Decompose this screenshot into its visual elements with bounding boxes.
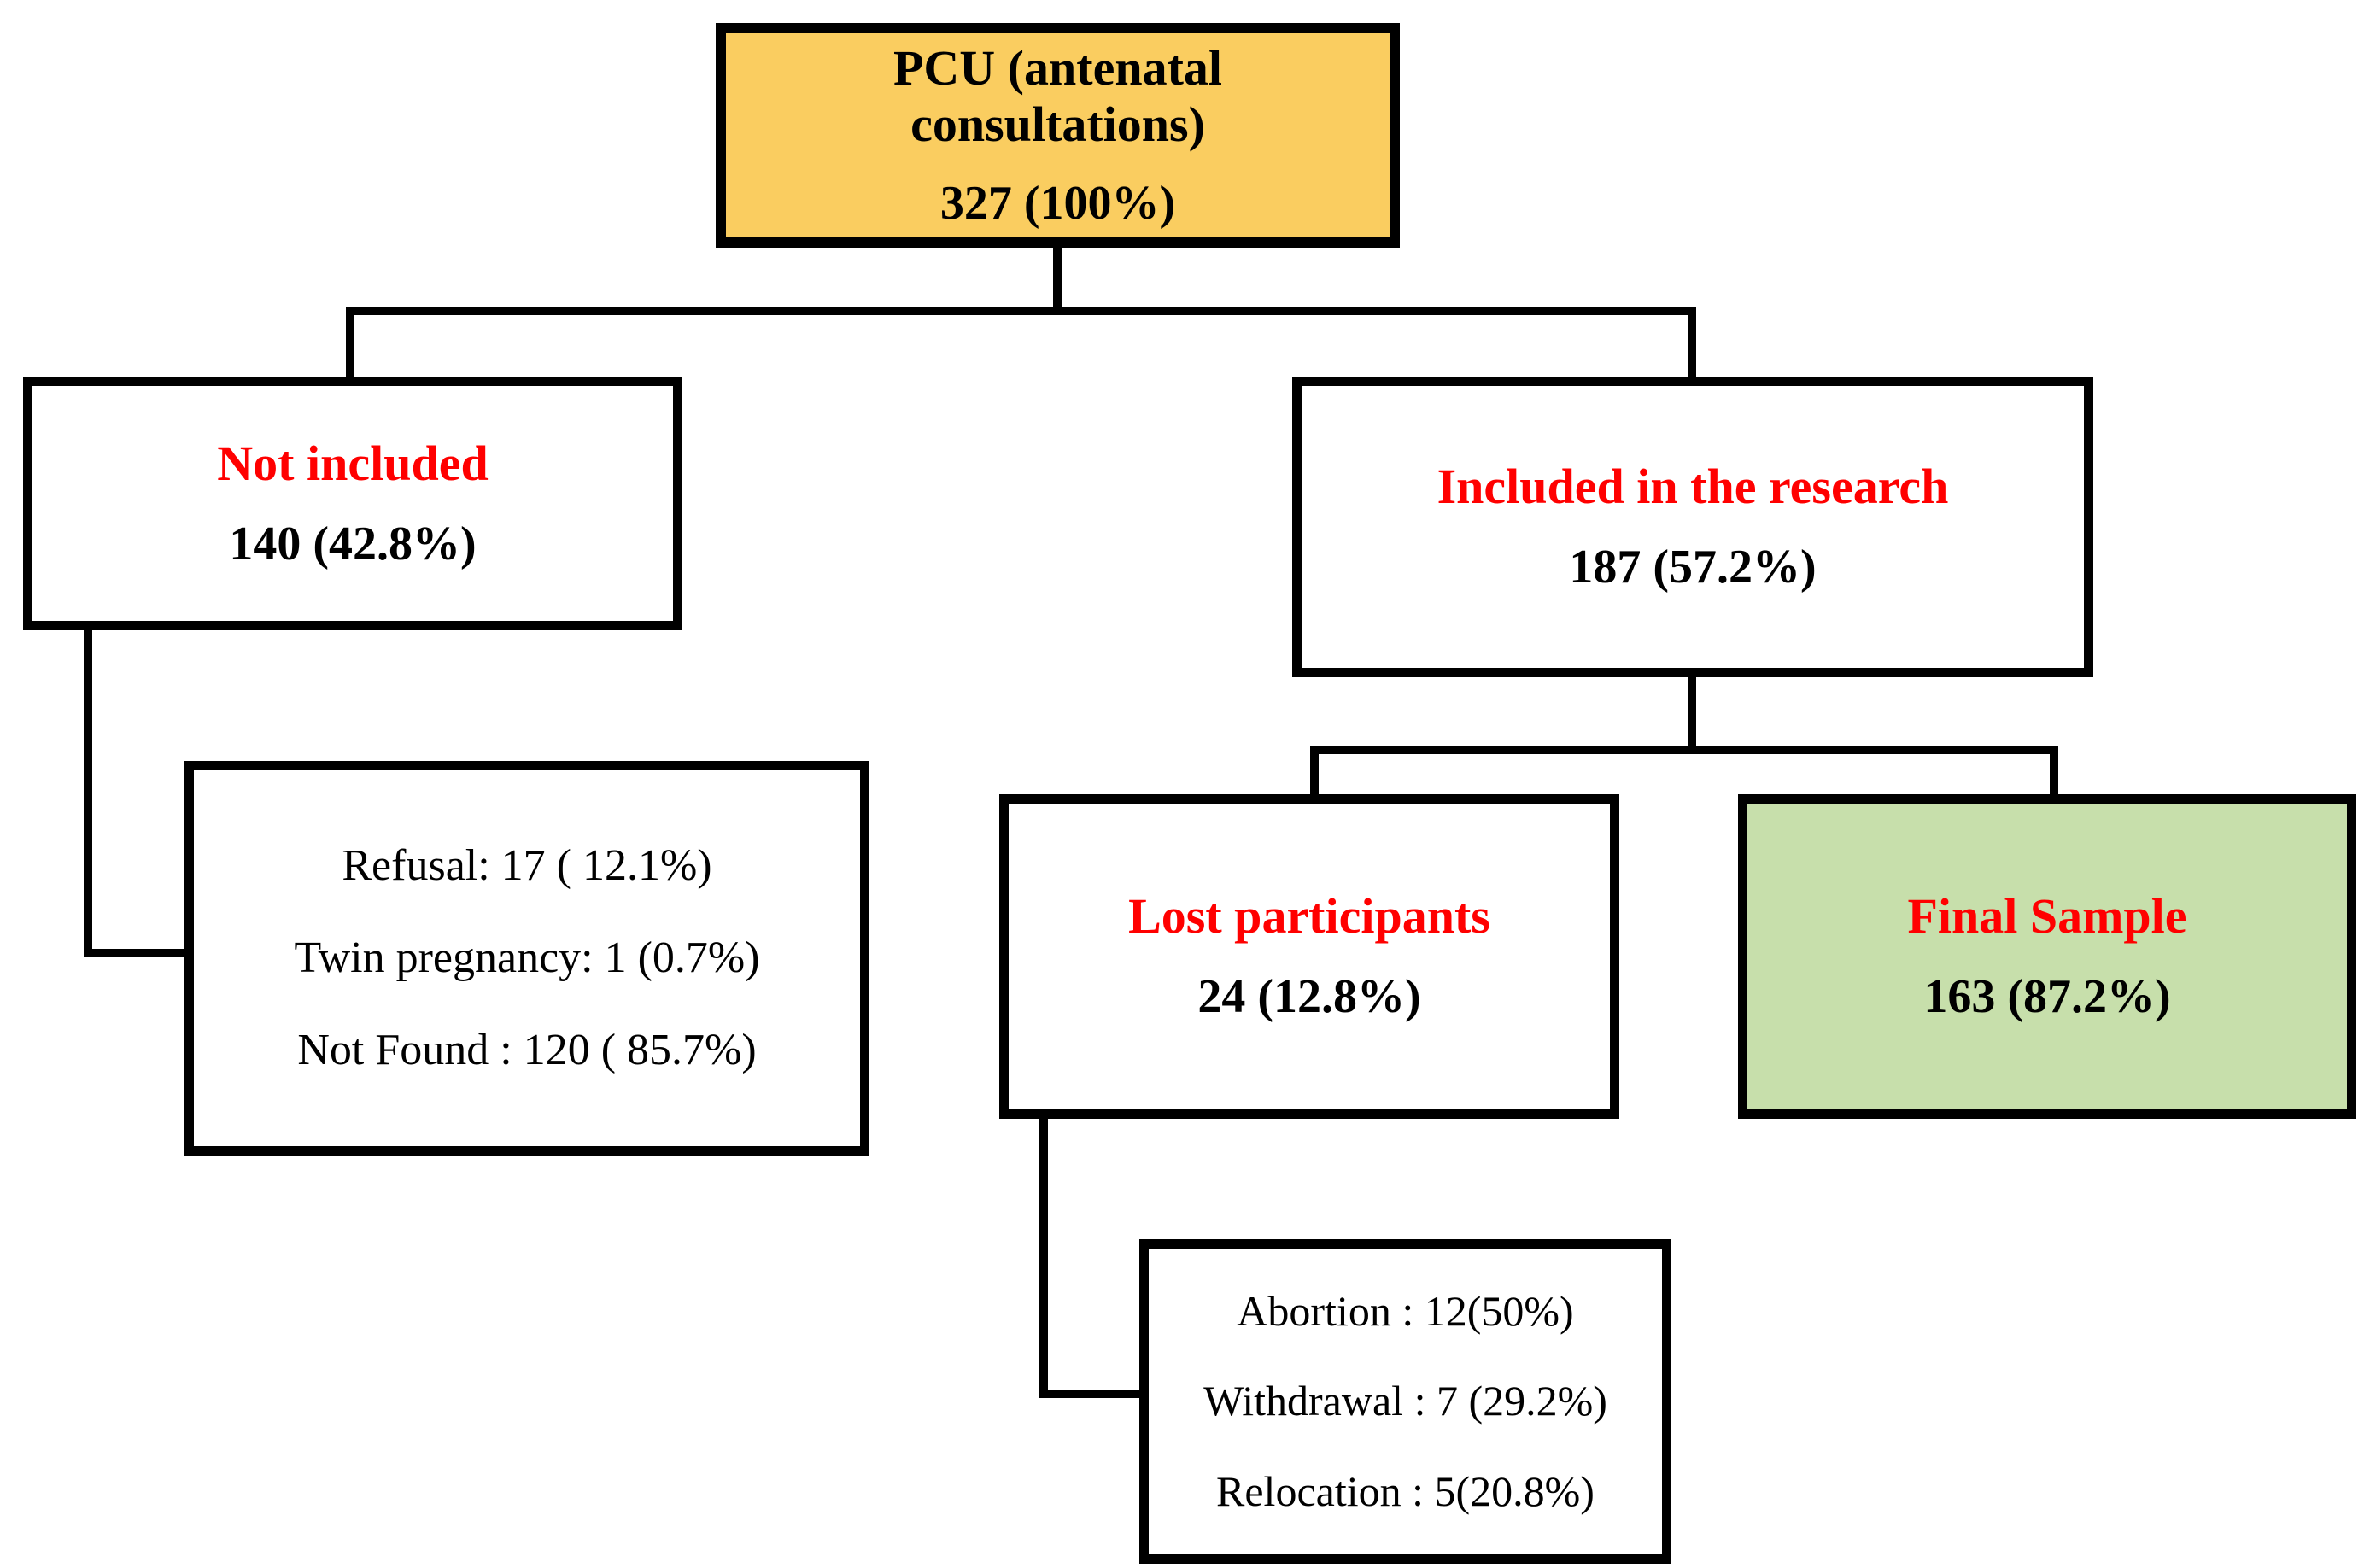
node-not-included-title: Not included bbox=[217, 435, 489, 491]
node-lost-participants: Lost participants 24 (12.8%) bbox=[999, 794, 1619, 1119]
reason-not-found: Not Found : 120 ( 85.7%) bbox=[297, 1025, 757, 1074]
node-not-included-reasons: Refusal: 17 ( 12.1%) Twin pregnancy: 1 (… bbox=[184, 761, 869, 1156]
reason-relocation: Relocation : 5(20.8%) bbox=[1216, 1466, 1595, 1515]
connector-not-included-elbow-vertical bbox=[84, 623, 92, 957]
connector-lost-elbow-horizontal bbox=[1039, 1390, 1148, 1398]
node-final-sample-value: 163 (87.2%) bbox=[1923, 970, 2171, 1024]
connector-level2-horizontal bbox=[1310, 746, 2058, 754]
node-not-included: Not included 140 (42.8%) bbox=[23, 377, 682, 630]
connector-drop-final bbox=[2050, 746, 2058, 803]
reason-twin-pregnancy: Twin pregnancy: 1 (0.7%) bbox=[294, 933, 760, 983]
connector-drop-lost bbox=[1310, 746, 1319, 803]
node-included: Included in the research 187 (57.2%) bbox=[1292, 377, 2093, 677]
reason-refusal: Refusal: 17 ( 12.1%) bbox=[342, 841, 712, 891]
node-final-sample-title: Final Sample bbox=[1907, 888, 2187, 945]
reason-abortion: Abortion : 12(50%) bbox=[1237, 1286, 1574, 1335]
node-included-value: 187 (57.2%) bbox=[1569, 541, 1817, 594]
connector-drop-not-included bbox=[346, 307, 354, 385]
node-lost-participants-value: 24 (12.8%) bbox=[1197, 970, 1421, 1024]
connector-lost-elbow-vertical bbox=[1039, 1112, 1048, 1398]
node-pcu-total-value: 327 (100%) bbox=[939, 176, 1176, 230]
node-not-included-value: 140 (42.8%) bbox=[229, 517, 477, 570]
connector-drop-included bbox=[1688, 307, 1696, 385]
node-included-title: Included in the research bbox=[1437, 459, 1949, 515]
reason-withdrawal: Withdrawal : 7 (29.2%) bbox=[1203, 1377, 1607, 1425]
node-lost-reasons: Abortion : 12(50%) Withdrawal : 7 (29.2%… bbox=[1139, 1239, 1671, 1564]
node-final-sample: Final Sample 163 (87.2%) bbox=[1738, 794, 2356, 1119]
connector-not-included-elbow-horizontal bbox=[84, 949, 193, 957]
node-lost-participants-title: Lost participants bbox=[1128, 888, 1490, 945]
node-pcu-total-title: PCU (antenatal consultations) bbox=[892, 39, 1222, 153]
connector-level1-horizontal bbox=[346, 307, 1696, 315]
connector-included-stem bbox=[1688, 670, 1696, 754]
connector-root-stem bbox=[1053, 247, 1062, 315]
node-pcu-total: PCU (antenatal consultations) 327 (100%) bbox=[716, 23, 1400, 248]
